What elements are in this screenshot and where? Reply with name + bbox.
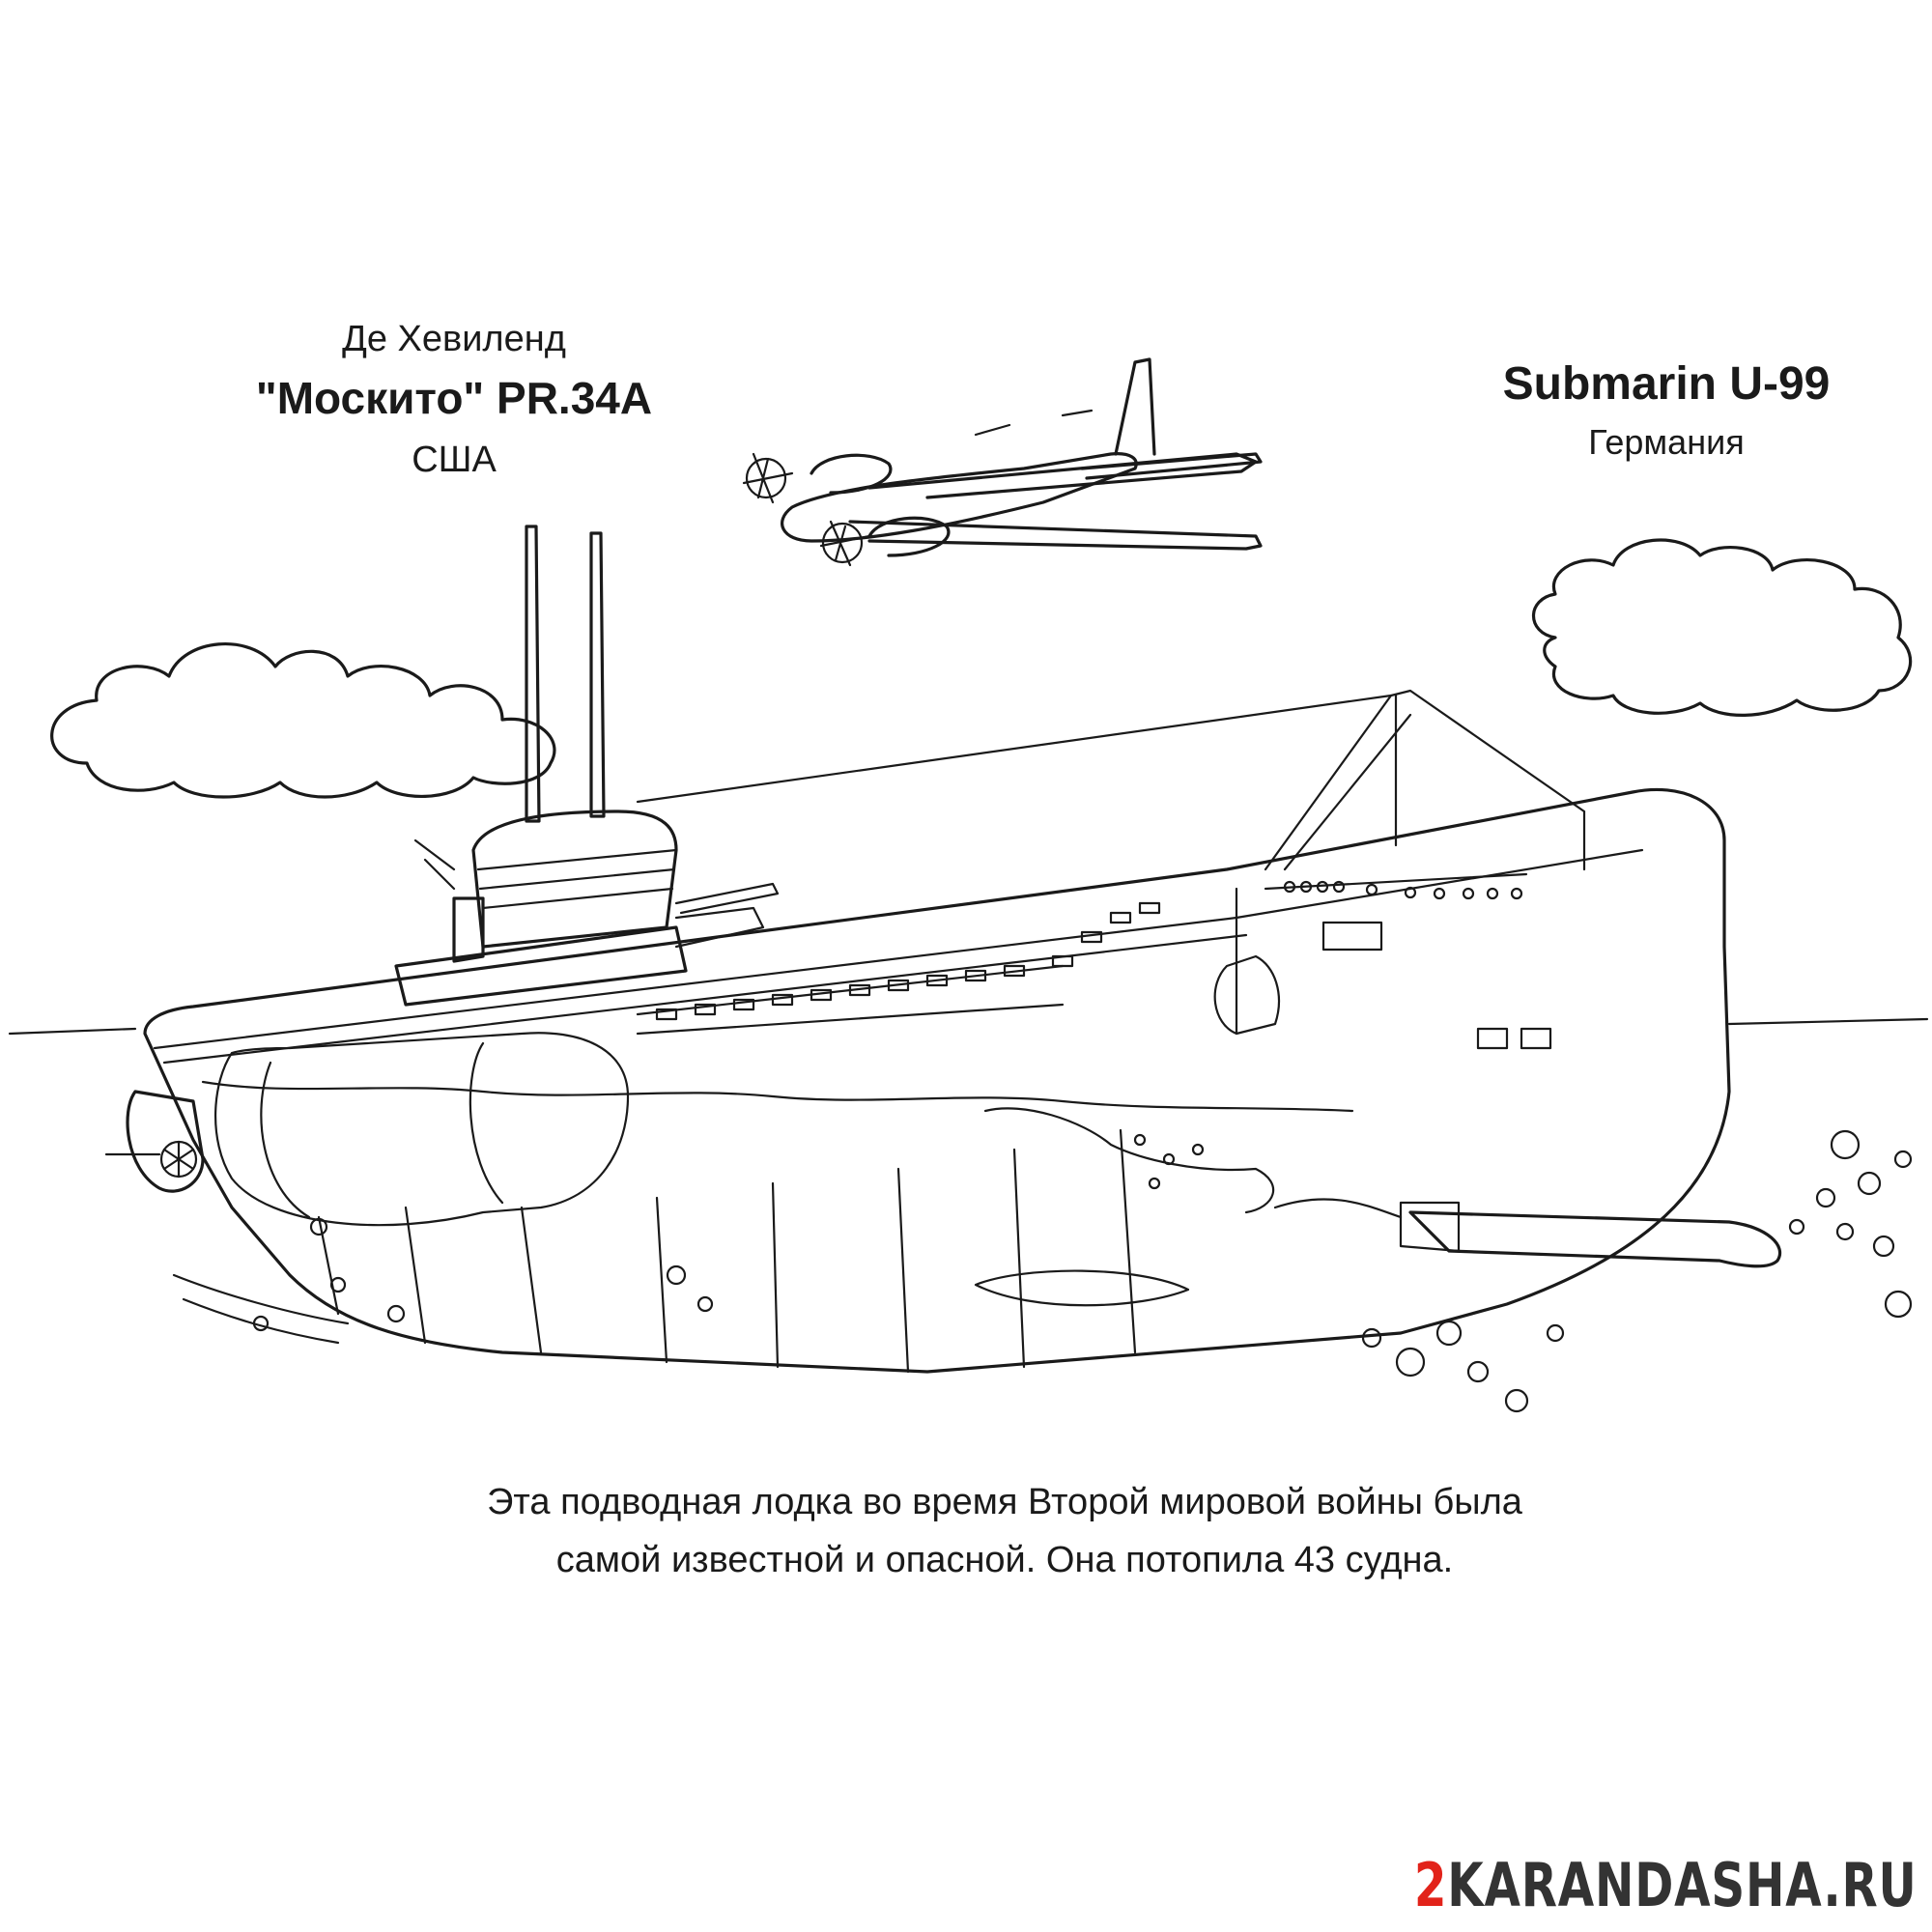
- aircraft-maker-label: Де Хевиленд: [342, 319, 566, 359]
- cloud-left: [50, 642, 556, 799]
- caption-text: Эта подводная лодка во время Второй миро…: [290, 1473, 1719, 1589]
- mosquito-aircraft: [742, 357, 1263, 567]
- aircraft-country-label: США: [412, 440, 497, 480]
- submarine-name-label: Submarin U-99: [1502, 358, 1831, 410]
- water-surface: [8, 1017, 1929, 1345]
- conning-tower: [394, 525, 780, 1007]
- caption-line-2: самой известной и опасной. Она потопила …: [555, 1540, 1454, 1580]
- submarine-hull: [143, 689, 1731, 1374]
- submarine-country-label: Германия: [1588, 422, 1745, 462]
- bubbles: [252, 1129, 1913, 1413]
- caption-line-1: Эта подводная лодка во время Второй миро…: [487, 1482, 1522, 1522]
- aircraft-model-label: "Москито" PR.34A: [255, 373, 653, 423]
- cloud-right: [1531, 538, 1913, 717]
- watermark-number: 2: [1414, 1850, 1448, 1920]
- watermark-word: KARANDASHA.RU: [1447, 1850, 1918, 1920]
- stern-propeller: [104, 1090, 205, 1193]
- torpedo: [1273, 1198, 1782, 1268]
- portholes: [1283, 880, 1523, 900]
- site-watermark: 2KARANDASHA.RU: [1414, 1850, 1918, 1920]
